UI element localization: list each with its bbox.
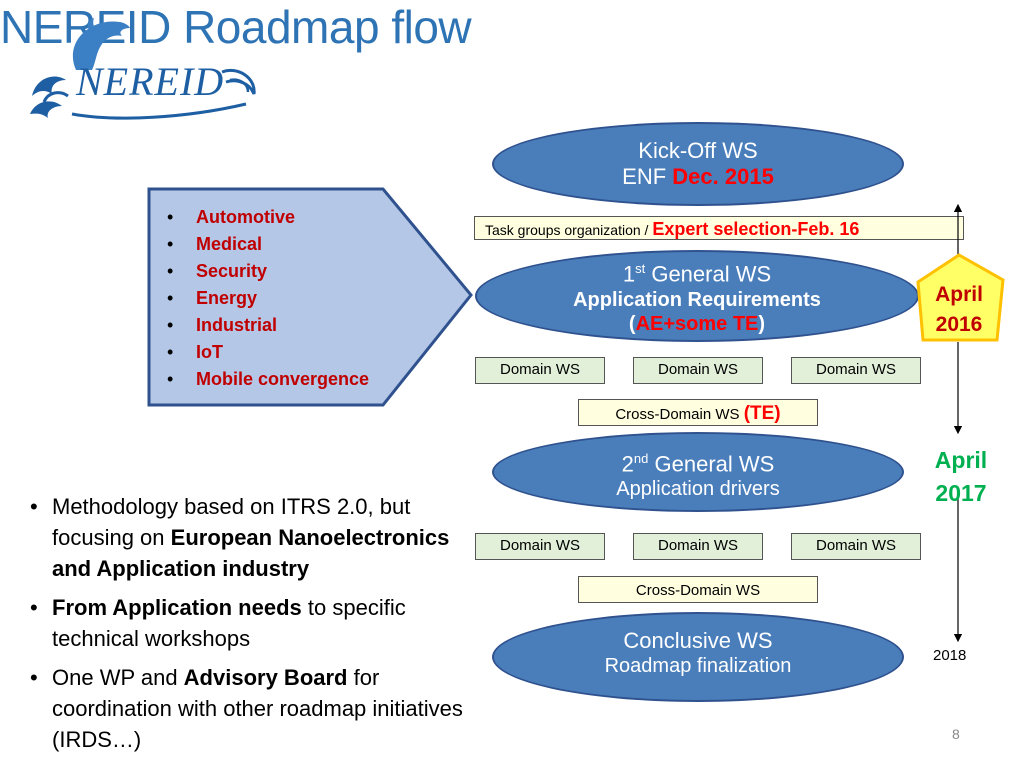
b1-bold: European Nanoelectronics and Application… (52, 525, 450, 581)
bullet-advisory-board: One WP and Advisory Board for coordinati… (30, 662, 470, 755)
domain-item: IoT (150, 339, 369, 366)
cross-domain-ws-box-2: Cross-Domain WS (578, 576, 818, 603)
domain-item: Automotive (150, 204, 369, 231)
general-ws-1-node: 1st General WS Application Requirements … (475, 250, 919, 342)
domain-ws-box: Domain WS (475, 533, 605, 560)
domain-item: Security (150, 258, 369, 285)
task-groups-text: Task groups organization / (485, 222, 653, 238)
domain-item: Industrial (150, 312, 369, 339)
page-number: 8 (952, 726, 960, 742)
methodology-bullets: Methodology based on ITRS 2.0, but focus… (30, 491, 470, 763)
general2-sub: Application drivers (616, 478, 780, 501)
april-2017-label: April 2017 (926, 444, 996, 510)
paren-open: ( (628, 312, 636, 335)
general1-num: 1 (622, 261, 636, 287)
cross-domain-text: Cross-Domain WS (615, 406, 744, 423)
domain-item: Mobile convergence (150, 366, 369, 393)
conclusive-title: Conclusive WS (623, 628, 773, 653)
domains-list: Automotive Medical Security Energy Indus… (150, 204, 369, 393)
domain-ws-box: Domain WS (475, 357, 605, 384)
b3-prefix: One WP and (52, 665, 184, 690)
general1-sub2-red: AE+some TE (635, 312, 759, 335)
general-ws-2-node: 2nd General WS Application drivers (492, 432, 904, 512)
bullet-application-needs: From Application needs to specific techn… (30, 592, 470, 654)
task-groups-box: Task groups organization / Expert select… (474, 216, 964, 240)
april-2016-marker (916, 253, 1005, 342)
kickoff-title: Kick-Off WS (638, 138, 758, 163)
kickoff-prefix: ENF (622, 164, 673, 189)
domain-item: Medical (150, 231, 369, 258)
domain-ws-box: Domain WS (633, 357, 763, 384)
cross-domain-ws-box: Cross-Domain WS (TE) (578, 399, 818, 426)
nereid-logo: NEREID (26, 18, 266, 122)
paren-close: ) (758, 312, 766, 335)
april-2017-month: April (934, 447, 988, 473)
b2-bold: From Application needs (52, 595, 302, 620)
general2-sup: nd (633, 451, 649, 466)
conclusive-sub: Roadmap finalization (604, 655, 792, 677)
april-2016-year: 2016 (935, 313, 983, 336)
april-2017-year: 2017 (935, 480, 987, 506)
b3-bold: Advisory Board (183, 665, 348, 690)
domain-ws-box: Domain WS (791, 533, 921, 560)
general2-title: General WS (648, 451, 775, 477)
kickoff-ws-node: Kick-Off WS ENF Dec. 2015 (492, 122, 904, 206)
domain-item: Energy (150, 285, 369, 312)
domain-ws-box: Domain WS (633, 533, 763, 560)
april-2016-label: April 2016 (922, 280, 996, 340)
logo-wordmark: NEREID (76, 59, 225, 104)
b3-suffix: for coordination with other roadmap init… (52, 665, 463, 752)
general2-num: 2 (621, 451, 634, 477)
kickoff-date: Dec. 2015 (672, 164, 774, 189)
dolphin-waves-graphic (30, 18, 256, 120)
general1-sub1: Application Requirements (573, 288, 821, 311)
year-2018-label: 2018 (933, 647, 967, 664)
cross-domain-te: (TE) (743, 403, 781, 424)
general1-sup: st (635, 261, 646, 277)
april-2016-month: April (935, 283, 983, 306)
general1-title: General WS (645, 261, 772, 287)
expert-selection-text: Expert selection-Feb. 16 (652, 219, 860, 239)
bullet-methodology: Methodology based on ITRS 2.0, but focus… (30, 491, 470, 584)
b2-suffix: to specific technical workshops (52, 595, 406, 651)
domain-ws-box: Domain WS (791, 357, 921, 384)
b1-prefix: Methodology based on ITRS 2.0, but focus… (52, 494, 411, 550)
conclusive-ws-node: Conclusive WS Roadmap finalization (492, 612, 904, 702)
